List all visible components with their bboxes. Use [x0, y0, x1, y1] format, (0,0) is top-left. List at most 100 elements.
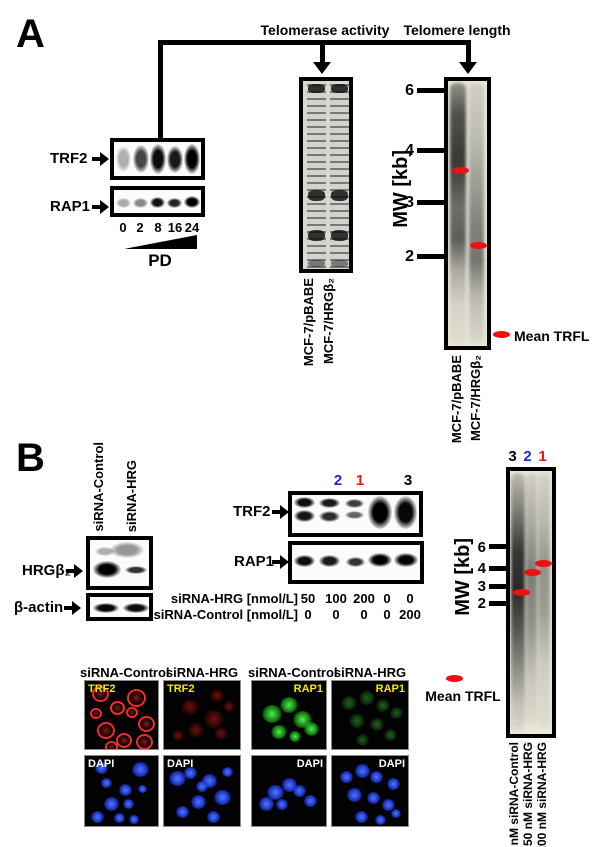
blot-band: [167, 198, 182, 208]
gel-smear: [511, 473, 525, 731]
blot-band: [294, 510, 315, 522]
lane-number: 24: [184, 220, 200, 235]
cell-blob: [348, 713, 365, 728]
microscopy-panel-label: RAP1: [293, 683, 323, 695]
dose-value: 100: [325, 591, 347, 606]
lane-number: 8: [154, 220, 162, 235]
microscopy-column-header: siRNA-HRG: [333, 665, 407, 680]
cell-blob: [376, 698, 391, 712]
mw-tick-label: 6: [477, 539, 486, 556]
cell-blob: [303, 795, 317, 808]
cell-blob: [92, 686, 110, 703]
lane-number: 16: [167, 220, 183, 235]
microscopy-panel: DAPI: [84, 755, 159, 827]
cell-blob: [359, 690, 376, 705]
cell-blob: [214, 789, 232, 805]
cell-blob: [386, 778, 400, 791]
mean-trfl-legend-marker: [446, 675, 463, 682]
mw-tick-bar: [417, 148, 453, 153]
blot-band: [394, 496, 417, 529]
trap-lane-label: MCF-7/HRGβ₂: [321, 278, 336, 364]
cell-blob: [183, 767, 197, 780]
microscopy-column-header: siRNA-HRG: [165, 665, 239, 680]
cell-blob: [303, 721, 319, 736]
cell-blob: [168, 771, 186, 787]
cell-blob: [127, 689, 147, 708]
microscopy-panel-label: TRF2: [88, 683, 116, 695]
cell-blob: [383, 728, 397, 741]
mw-tick-bar: [417, 88, 453, 93]
gel-band: [331, 230, 348, 241]
microscopy-panel: DAPI: [331, 755, 409, 827]
western-blot-trf2-pd: [110, 138, 205, 180]
cell-blob: [262, 705, 283, 724]
telomerase-activity-label: Telomerase activity: [260, 22, 390, 38]
dose-value: 0: [383, 591, 391, 606]
blot-band: [319, 555, 340, 567]
gel-band: [308, 260, 325, 267]
blot-band: [93, 603, 119, 613]
mw-tick-bar: [489, 544, 514, 549]
mean-trfl-marker: [535, 560, 552, 567]
connector-line: [466, 45, 471, 63]
cell-blob: [103, 796, 119, 811]
cell-blob: [136, 734, 154, 749]
cell-blob: [115, 732, 132, 748]
cell-blob: [101, 778, 113, 789]
blot-band: [368, 553, 392, 567]
blot-band: [294, 555, 315, 567]
trap-gel: [299, 77, 353, 273]
mw-axis-label: MW [kb]: [390, 150, 412, 228]
cell-blob: [137, 785, 147, 794]
microscopy-panel-label: DAPI: [378, 758, 405, 770]
lane-number: 0: [119, 220, 127, 235]
cell-blob: [171, 729, 184, 741]
dose-value: 0: [406, 591, 414, 606]
gel-lane: [330, 84, 349, 269]
cell-blob: [206, 810, 220, 823]
blot-band: [368, 496, 392, 529]
gel-band: [331, 260, 348, 267]
down-arrow-icon: [313, 62, 331, 74]
mean-trfl-marker: [452, 167, 469, 174]
microscopy-panel: TRF2: [84, 680, 159, 750]
cell-blob: [214, 727, 229, 741]
cell-blob: [195, 781, 208, 793]
gel-smear: [450, 83, 466, 344]
cell-blob: [223, 701, 236, 713]
right-arrow-icon: [272, 505, 289, 519]
sample-number: 2: [523, 448, 532, 465]
dose-value: 0: [360, 607, 368, 622]
microscopy-column-header: siRNA-Control: [80, 665, 170, 680]
blot-band: [346, 557, 365, 567]
cell-blob: [339, 771, 353, 784]
cell-blob: [188, 723, 205, 738]
sirna-column-label: siRNA-HRG: [124, 459, 139, 532]
mean-trfl-legend-marker: [493, 331, 510, 338]
mean-trfl-legend-label: Mean TRFL: [514, 328, 590, 344]
blot-band: [167, 146, 183, 173]
dose-value: 200: [399, 607, 421, 622]
lane-number: 2: [136, 220, 144, 235]
right-arrow-icon: [92, 152, 109, 166]
sample-number: 3: [508, 448, 517, 465]
mw-tick-label: 4: [477, 560, 486, 577]
mw-tick-bar: [417, 254, 453, 259]
western-blot-bactin: [86, 593, 153, 621]
cell-blob: [281, 778, 297, 793]
microscopy-panel: RAP1: [251, 680, 327, 750]
blot-band: [133, 198, 148, 208]
blot-band: [116, 198, 131, 208]
mw-tick-label: 4: [405, 142, 414, 159]
blot-target-label: TRF2: [233, 503, 271, 520]
microscopy-panel: DAPI: [251, 755, 327, 827]
dose-value: 0: [332, 607, 340, 622]
cell-blob: [354, 810, 368, 823]
cell-blob: [347, 788, 363, 803]
cell-blob: [354, 764, 370, 779]
microscopy-column-header: siRNA-Control: [248, 665, 338, 680]
telomere-gel: [506, 467, 556, 738]
cell-blob: [122, 799, 134, 810]
blot-band: [125, 566, 147, 574]
